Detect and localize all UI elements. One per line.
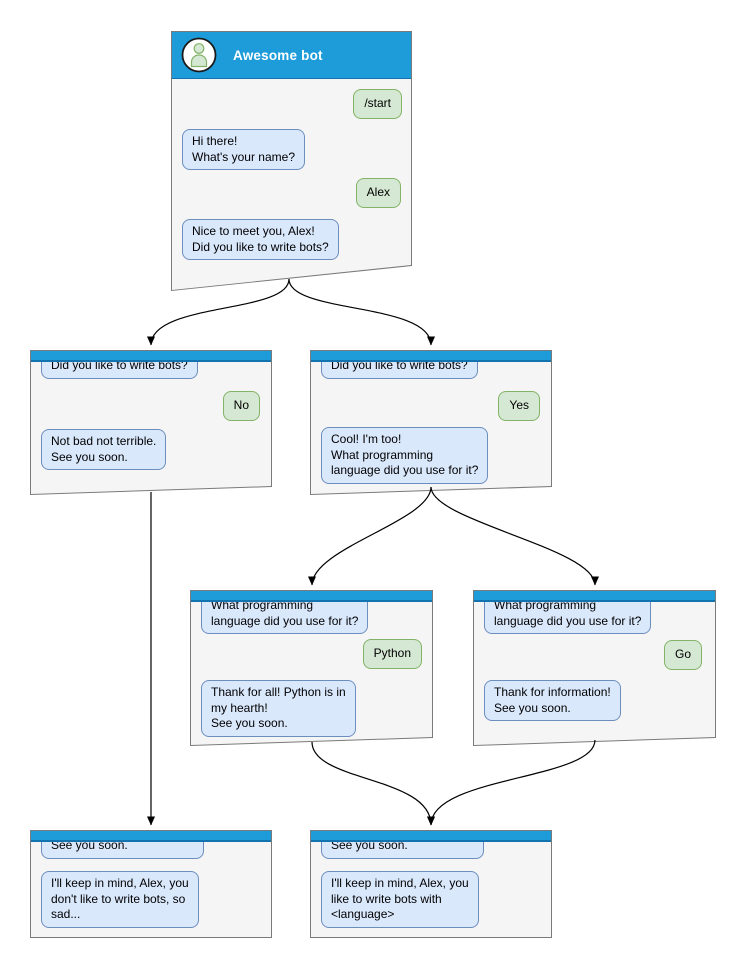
chat-window-end-no-body: See you soon. I'll keep in mind, Alex, y… bbox=[31, 831, 271, 937]
chat-window-branch-no-body: Did you like to write bots? No Not bad n… bbox=[31, 351, 271, 494]
message-bubble-bot: Nice to meet you, Alex! Did you like to … bbox=[182, 219, 339, 260]
arrow-go-to-end-yes bbox=[427, 739, 596, 826]
chat-window-branch-go-body: What programming language did you use fo… bbox=[474, 591, 715, 745]
title-bar bbox=[191, 591, 432, 602]
chat-window-branch-yes-body: Did you like to write bots? Yes Cool! I'… bbox=[311, 351, 551, 494]
message-bubble-bot: Thank for information! See you soon. bbox=[484, 680, 621, 721]
chat-title: Awesome bot bbox=[233, 47, 323, 63]
message-bubble-bot: I'll keep in mind, Alex, you don't like … bbox=[41, 871, 199, 928]
title-bar bbox=[311, 831, 551, 842]
chat-window-end-yes: See you soon. I'll keep in mind, Alex, y… bbox=[310, 830, 552, 938]
person-icon bbox=[181, 37, 217, 73]
title-bar bbox=[31, 351, 271, 362]
message-bubble-user: Yes bbox=[498, 391, 540, 421]
message-bubble-user: /start bbox=[353, 89, 402, 119]
message-bubble-user: No bbox=[223, 391, 260, 421]
chat-window-branch-python: What programming language did you use fo… bbox=[190, 590, 433, 746]
message-bubble-user: Python bbox=[363, 639, 422, 669]
message-bubble-bot: Hi there! What's your name? bbox=[182, 129, 305, 170]
title-bar bbox=[31, 831, 271, 842]
chat-window-end-yes-body: See you soon. I'll keep in mind, Alex, y… bbox=[311, 831, 551, 937]
chat-window-branch-go: What programming language did you use fo… bbox=[473, 590, 716, 746]
chat-window-end-no: See you soon. I'll keep in mind, Alex, y… bbox=[30, 830, 272, 938]
chat-window-branch-yes: Did you like to write bots? Yes Cool! I'… bbox=[310, 350, 552, 495]
arrow-python-to-end-yes bbox=[311, 741, 435, 826]
title-bar bbox=[311, 351, 551, 362]
chat-header: Awesome bot bbox=[172, 32, 411, 79]
message-bubble-bot: Cool! I'm too! What programming language… bbox=[321, 427, 488, 484]
arrow-root-to-branch-yes bbox=[288, 278, 435, 346]
chat-window-root-body: Awesome bot /start Hi there! What's your… bbox=[172, 32, 411, 290]
message-bubble-user: Alex bbox=[356, 178, 401, 208]
chat-window-branch-no: Did you like to write bots? No Not bad n… bbox=[30, 350, 272, 495]
chat-window-root: Awesome bot /start Hi there! What's your… bbox=[171, 31, 412, 291]
message-bubble-user: Go bbox=[664, 640, 702, 670]
arrow-branch-yes-to-go bbox=[430, 486, 599, 586]
chat-window-branch-python-body: What programming language did you use fo… bbox=[191, 591, 432, 745]
title-bar bbox=[474, 591, 715, 602]
arrow-branch-yes-to-python bbox=[308, 486, 432, 586]
message-bubble-bot: Not bad not terrible. See you soon. bbox=[41, 429, 166, 470]
message-bubble-bot: I'll keep in mind, Alex, you like to wri… bbox=[321, 871, 479, 928]
message-bubble-bot: Thank for all! Python is in my hearth! S… bbox=[201, 680, 356, 737]
